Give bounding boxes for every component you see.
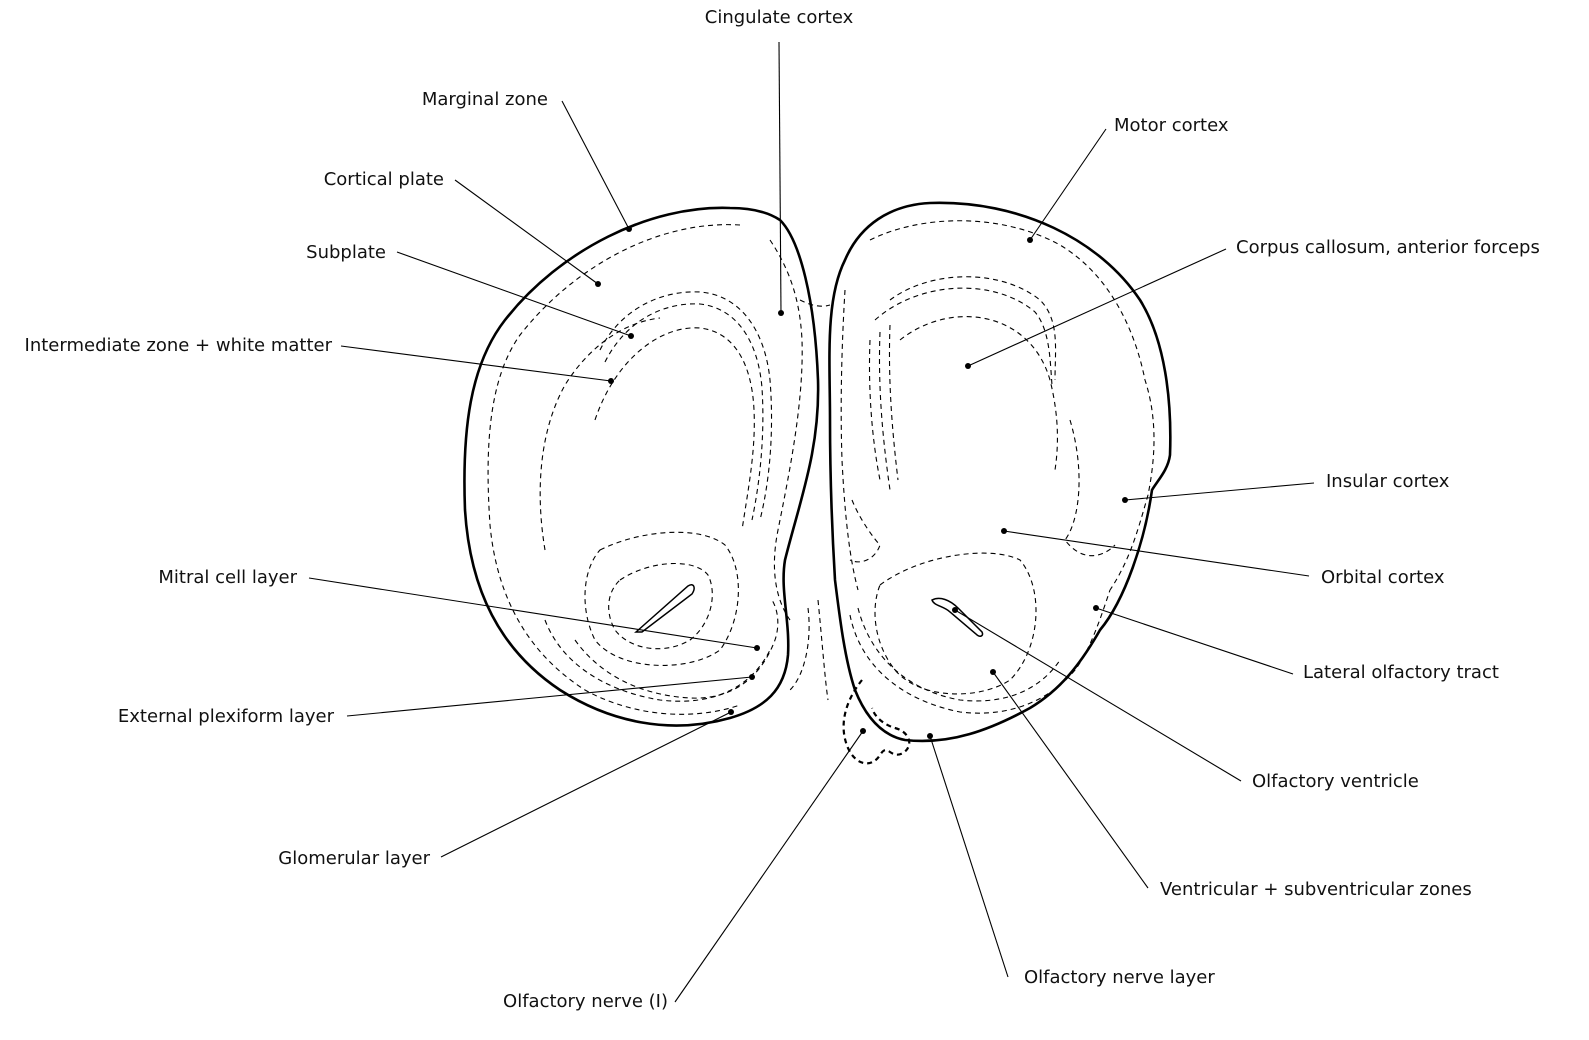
- label-external-plexiform-layer: External plexiform layer: [118, 706, 334, 728]
- label-cingulate-cortex: Cingulate cortex: [705, 7, 853, 29]
- right-subplate-inner: [875, 288, 1052, 385]
- left-olfactory-ventricle: [636, 585, 694, 632]
- right-subplate-boundary: [890, 277, 1056, 380]
- label-olfactory-nerve: Olfactory nerve (I): [503, 991, 668, 1013]
- label-dots: [595, 226, 1128, 739]
- right-core-medial: [850, 500, 880, 562]
- label-glomerular-layer: Glomerular layer: [278, 848, 430, 870]
- right-intermediate-boundary: [900, 317, 1057, 470]
- right-intermediate-left: [869, 325, 898, 490]
- label-corpus-callosum: Corpus callosum, anterior forceps: [1236, 237, 1540, 259]
- label-mitral-cell-layer: Mitral cell layer: [158, 567, 297, 589]
- leader-lines: [309, 42, 1314, 1002]
- label-insular-cortex: Insular cortex: [1326, 471, 1449, 493]
- right-olfactory-ventricle: [932, 598, 983, 636]
- right-ventricular-zone: [875, 553, 1036, 694]
- right-medial-boundary: [818, 600, 828, 700]
- left-glomerular-boundary: [575, 600, 778, 698]
- right-core-lateral: [1065, 420, 1115, 556]
- left-ventricular-inner: [609, 564, 713, 649]
- right-cortex-inner-boundary: [841, 290, 858, 590]
- right-plexiform-boundary: [850, 590, 1110, 713]
- label-olfactory-nerve-layer: Olfactory nerve layer: [1024, 967, 1215, 989]
- left-medial-boundary: [790, 608, 809, 690]
- left-cortex-inner-boundary: [770, 240, 802, 620]
- left-core-boundary: [540, 318, 660, 550]
- label-lateral-olfactory-tract: Lateral olfactory tract: [1303, 662, 1499, 684]
- label-intermediate-zone: Intermediate zone + white matter: [25, 335, 332, 357]
- label-marginal-zone: Marginal zone: [422, 89, 548, 111]
- left-subplate-boundary: [600, 292, 772, 520]
- right-marginal-boundary: [870, 221, 1154, 590]
- label-subplate: Subplate: [306, 242, 386, 264]
- label-olfactory-ventricle: Olfactory ventricle: [1252, 771, 1419, 793]
- right-bulb-outline: [829, 203, 1170, 741]
- label-cortical-plate: Cortical plate: [324, 169, 444, 191]
- left-ventricular-zone: [585, 532, 738, 665]
- midline-top: [800, 300, 830, 306]
- left-intermediate-boundary: [595, 328, 754, 530]
- label-orbital-cortex: Orbital cortex: [1321, 567, 1445, 589]
- label-motor-cortex: Motor cortex: [1114, 115, 1229, 137]
- olfactory-nerve-outline: [844, 680, 910, 763]
- left-bulb-outline: [464, 208, 818, 726]
- label-ventricular-zones: Ventricular + subventricular zones: [1160, 879, 1472, 901]
